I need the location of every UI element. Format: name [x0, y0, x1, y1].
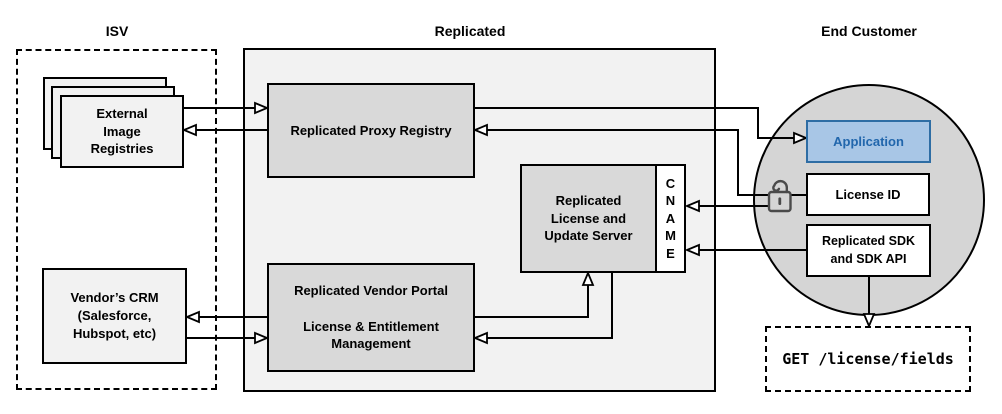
end-customer-section-label: End Customer [821, 23, 917, 39]
license-update-server-label: Replicated License and Update Server [544, 192, 633, 244]
license-update-server-node: Replicated License and Update Server [520, 164, 657, 273]
proxy-registry-node: Replicated Proxy Registry [267, 83, 475, 178]
application-node: Application [806, 120, 931, 163]
cname-node: CNAME [655, 164, 686, 273]
cname-label: CNAME [665, 175, 676, 261]
get-license-fields-label: GET /license/fields [782, 349, 954, 368]
replicated-sdk-label: Replicated SDK and SDK API [821, 234, 916, 266]
isv-section-label: ISV [105, 23, 129, 39]
vendor-portal-label: Replicated Vendor Portal License & Entit… [294, 282, 448, 352]
replicated-section-label: Replicated [434, 23, 506, 39]
get-license-fields-node: GET /license/fields [765, 326, 971, 392]
vendors-crm-node: Vendor’s CRM (Salesforce, Hubspot, etc) [42, 268, 187, 364]
proxy-registry-label: Replicated Proxy Registry [290, 122, 452, 138]
application-label: Application [833, 133, 904, 149]
license-id-node: License ID [806, 173, 930, 216]
replicated-sdk-node: Replicated SDK and SDK API [806, 224, 931, 277]
external-registries-node: External Image Registries [60, 95, 184, 168]
license-id-label: License ID [835, 186, 901, 202]
external-registries-label: External Image Registries [90, 105, 154, 157]
vendor-portal-node: Replicated Vendor Portal License & Entit… [267, 263, 475, 372]
vendors-crm-label: Vendor’s CRM (Salesforce, Hubspot, etc) [70, 290, 159, 341]
